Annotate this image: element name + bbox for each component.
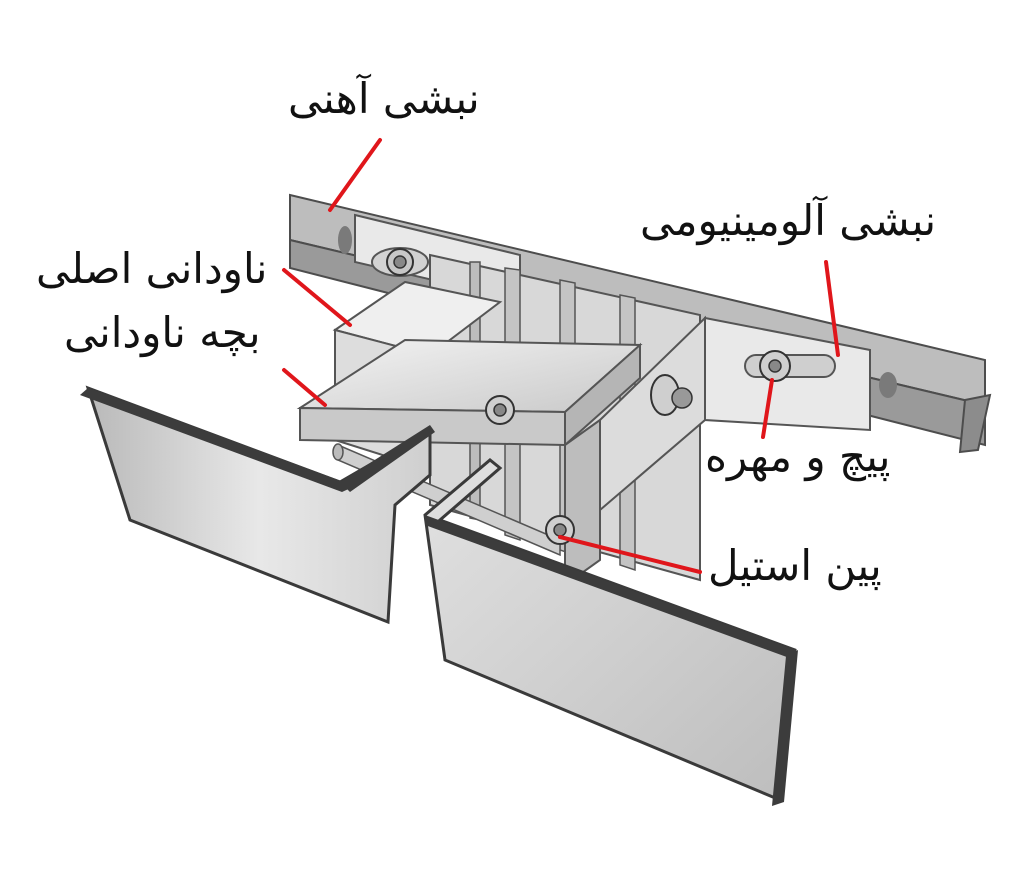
leader-iron-angle (328, 138, 382, 212)
label-main-channel: ناودانی اصلی (36, 244, 268, 293)
leader-lines (282, 138, 840, 574)
leader-steel-pin (558, 535, 702, 574)
leader-child-channel (282, 368, 327, 407)
label-steel-pin: پین استیل (708, 541, 882, 590)
label-child-channel: بچه ناودانی (64, 308, 261, 357)
right-panel (423, 458, 798, 806)
label-aluminum-angle: نبشی آلومینیومی (640, 196, 937, 245)
leader-main-channel (282, 268, 352, 327)
aluminum-angle-right (599, 315, 871, 513)
label-iron-angle: نبشی آهنی (288, 74, 480, 123)
label-bolt-nut: پیچ و مهره (705, 432, 891, 481)
left-panel (80, 385, 435, 625)
leader-aluminum-angle (824, 260, 840, 357)
leader-bolt-nut (761, 378, 774, 439)
child-channel (296, 338, 643, 587)
